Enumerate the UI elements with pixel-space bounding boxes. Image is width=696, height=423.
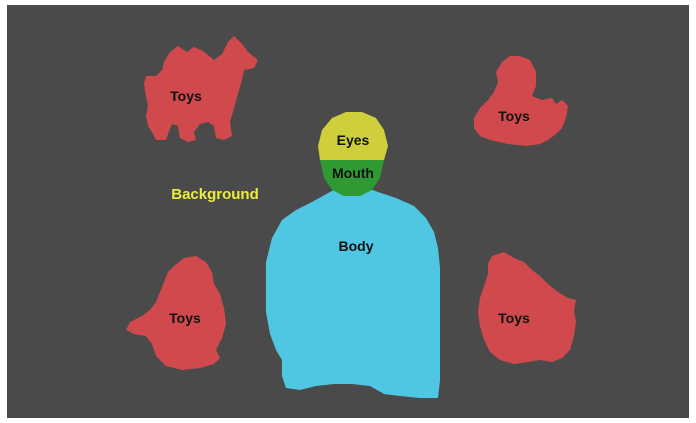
body-region	[266, 184, 440, 398]
toys-label-top-left: Toys	[170, 88, 202, 104]
mouth-label: Mouth	[332, 165, 374, 181]
toys-label-top-right: Toys	[498, 108, 530, 124]
body-label: Body	[339, 238, 374, 254]
eyes-label: Eyes	[337, 132, 370, 148]
toys-label-bottom-right: Toys	[498, 310, 530, 326]
background-label: Background	[171, 186, 259, 203]
toys-label-bottom-left: Toys	[169, 310, 201, 326]
